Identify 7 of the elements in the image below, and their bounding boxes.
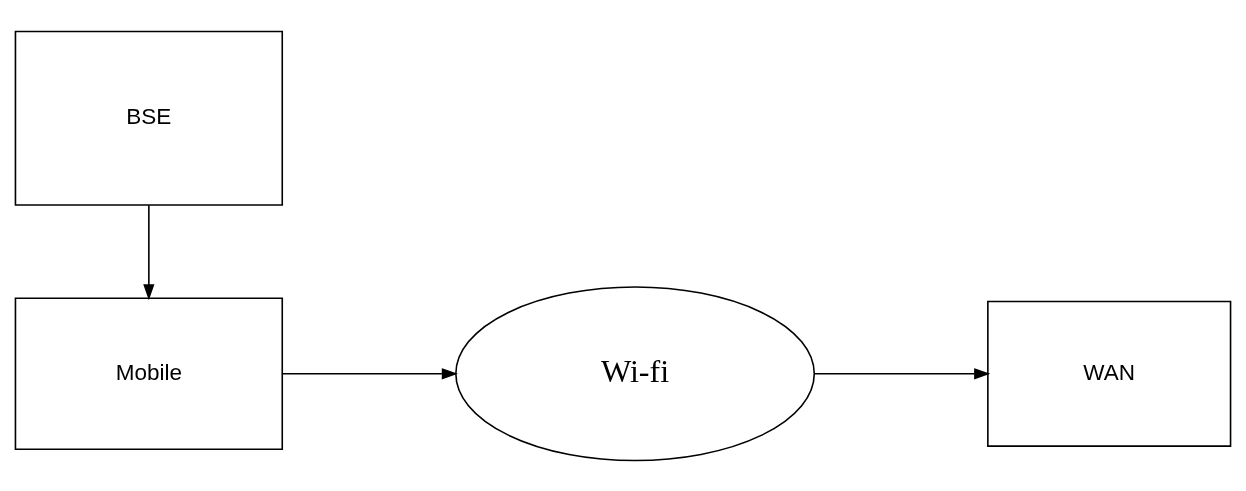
arrow <box>143 203 155 300</box>
arrow <box>813 367 991 379</box>
node-box: BSE <box>14 30 284 206</box>
arrow <box>281 367 458 379</box>
node-box: WAN <box>987 300 1232 447</box>
node-ellipse: Wi-fi <box>455 285 816 461</box>
node-box: Mobile <box>14 296 284 450</box>
